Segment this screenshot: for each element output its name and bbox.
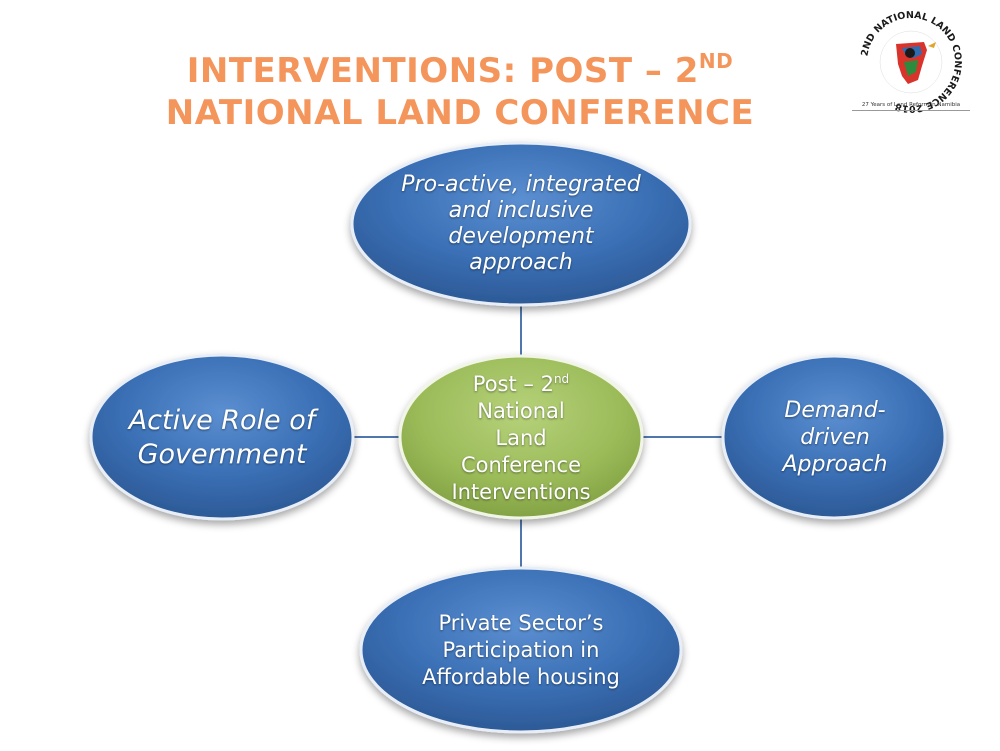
center-line-2: National <box>477 398 565 423</box>
title-line-1: INTERVENTIONS: POST – 2ND <box>100 50 820 92</box>
node-bottom <box>359 566 683 734</box>
center-line-5: Interventions <box>451 479 591 504</box>
logo-caption: 27 Years of Land Reform in Namibia <box>852 102 970 111</box>
node-left-label: Active Role of Government <box>128 405 316 470</box>
node-top <box>350 141 692 307</box>
center-line-4: Conference <box>460 452 581 477</box>
center-line-1: Post – 2nd <box>473 371 569 398</box>
node-center-label: Post – 2nd National Land Conference Inte… <box>418 368 624 508</box>
title-line-2: NATIONAL LAND CONFERENCE <box>165 93 755 133</box>
center-line-1-text: Post – 2 <box>472 371 554 396</box>
title-line-1-text: INTERVENTIONS: POST – 2 <box>186 51 699 91</box>
node-center <box>398 354 644 520</box>
conference-logo: 2ND NATIONAL LAND CONFERENCE 2018 <box>859 10 963 114</box>
star-icon <box>928 42 936 48</box>
node-left <box>89 353 355 521</box>
figure-icon <box>905 48 915 58</box>
node-bottom-label: Private Sector’s Participation in Afford… <box>422 610 620 689</box>
node-top-label: Pro-active, integrated and inclusive dev… <box>401 172 641 275</box>
title-line-1-superscript: ND <box>698 49 734 73</box>
node-right <box>721 354 947 520</box>
center-line-1-superscript: nd <box>553 371 570 386</box>
node-right-label: Demand-driven Approach <box>782 397 888 477</box>
slide-title: INTERVENTIONS: POST – 2ND NATIONAL LAND … <box>100 50 820 134</box>
center-line-3: Land <box>495 425 547 450</box>
